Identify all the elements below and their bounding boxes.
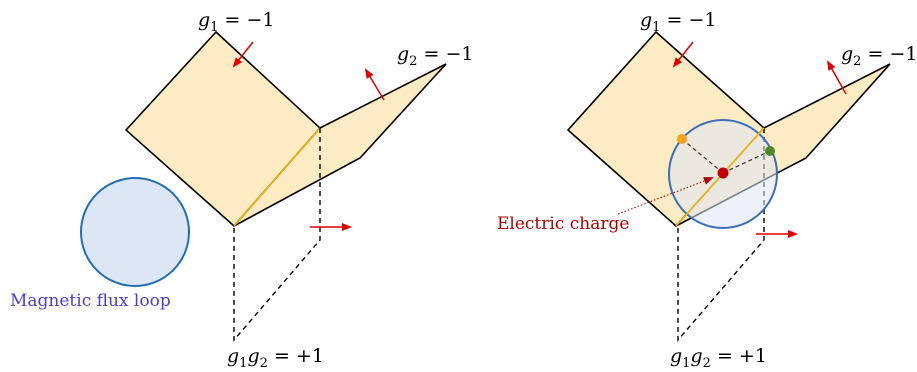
- g1-label-right: g1 = −1: [640, 9, 716, 35]
- g2-normal-arrow-left: [364, 68, 385, 101]
- g2-label-right: g2 = −1: [841, 43, 917, 69]
- junction-line-left: [233, 127, 321, 227]
- right-panel: g1 = −1 g2 = −1 g1g2 = +1 Electric charg…: [497, 9, 917, 371]
- magnetic-flux-loop: [80, 177, 190, 287]
- g2-normal-arrow-right: [827, 60, 847, 95]
- g1g2-label-left: g1g2 = +1: [227, 345, 324, 371]
- g2-label-left: g2 = −1: [397, 43, 473, 69]
- electric-charge-dot: [717, 167, 729, 179]
- g1-normal-arrow-right: [672, 41, 694, 68]
- charge-pointer: [617, 177, 714, 215]
- orange-dot: [677, 134, 687, 144]
- g1-label-left: g1 = −1: [198, 9, 274, 35]
- left-panel: g1 = −1 g2 = −1 g1g2 = +1 Magnetic flux …: [10, 9, 473, 371]
- magnetic-flux-loop-label: Magnetic flux loop: [10, 291, 171, 311]
- g1-normal-arrow-left: [232, 41, 254, 68]
- connector-orange: [681, 138, 724, 174]
- connector-green: [722, 150, 771, 174]
- electric-charge-label: Electric charge: [497, 214, 629, 234]
- g1g2-label-right: g1g2 = +1: [670, 345, 767, 371]
- g1g2-sheet-left: [233, 128, 321, 342]
- green-dot: [765, 146, 775, 156]
